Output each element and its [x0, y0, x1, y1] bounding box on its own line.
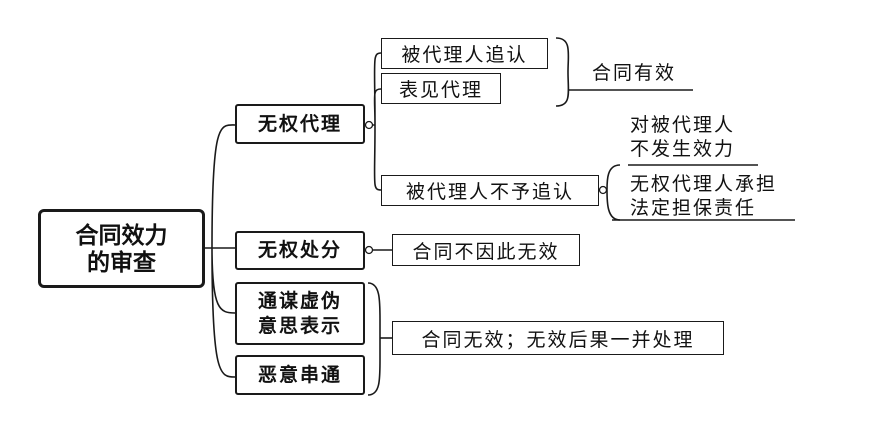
- collusion-result-label: 合同无效；无效后果一并处理: [421, 328, 695, 351]
- disposal-result-label: 合同不因此无效: [412, 240, 560, 263]
- not-ratified-label: 被代理人不予追认: [405, 181, 574, 203]
- malicious-collusion-node: 恶意串通: [235, 355, 365, 395]
- not-ratified-node: 被代理人不予追认: [381, 175, 599, 206]
- disposal-dot: [364, 245, 374, 255]
- apparent-agency-node: 表见代理: [381, 73, 501, 104]
- collusion-node: 通谋虚伪 意思表示: [235, 282, 365, 345]
- malicious-collusion-label: 恶意串通: [257, 363, 342, 386]
- not-ratified-dot: [598, 185, 608, 195]
- not-ratified-bracket: [606, 164, 621, 221]
- ratified-node: 被代理人追认: [381, 38, 548, 69]
- ratified-label: 被代理人追认: [401, 44, 528, 66]
- contract-valid-text: 合同有效: [592, 62, 677, 84]
- unauthorized-agency-node: 无权代理: [235, 104, 365, 144]
- unauthorized-disposal-label: 无权处分: [257, 239, 342, 261]
- collusion-label-line2: 意思表示: [257, 314, 342, 337]
- collusion-result-node: 合同无效；无效后果一并处理: [392, 321, 724, 355]
- agency-cases-connector: [372, 52, 382, 191]
- agency-node-dot: [364, 120, 374, 130]
- root-node: 合同效力 的审查: [38, 209, 205, 288]
- ratified-bracket: [555, 37, 570, 107]
- agent-liability-line2: 法定担保责任: [630, 197, 757, 219]
- collusion-label-line1: 通谋虚伪: [257, 289, 342, 312]
- unauthorized-agency-label: 无权代理: [257, 112, 342, 135]
- unauthorized-disposal-node: 无权处分: [235, 231, 365, 270]
- apparent-agency-label: 表见代理: [398, 79, 483, 101]
- disposal-result-node: 合同不因此无效: [392, 234, 580, 266]
- collusion-bracket: [367, 282, 381, 396]
- root-title-line1: 合同效力: [75, 221, 168, 249]
- principal-effect-line1: 对被代理人: [630, 114, 736, 136]
- root-title-line2: 的审查: [87, 248, 156, 276]
- principal-effect-line2: 不发生效力: [630, 138, 736, 160]
- root-connector: [205, 124, 236, 378]
- agent-liability-line1: 无权代理人承担: [630, 173, 778, 195]
